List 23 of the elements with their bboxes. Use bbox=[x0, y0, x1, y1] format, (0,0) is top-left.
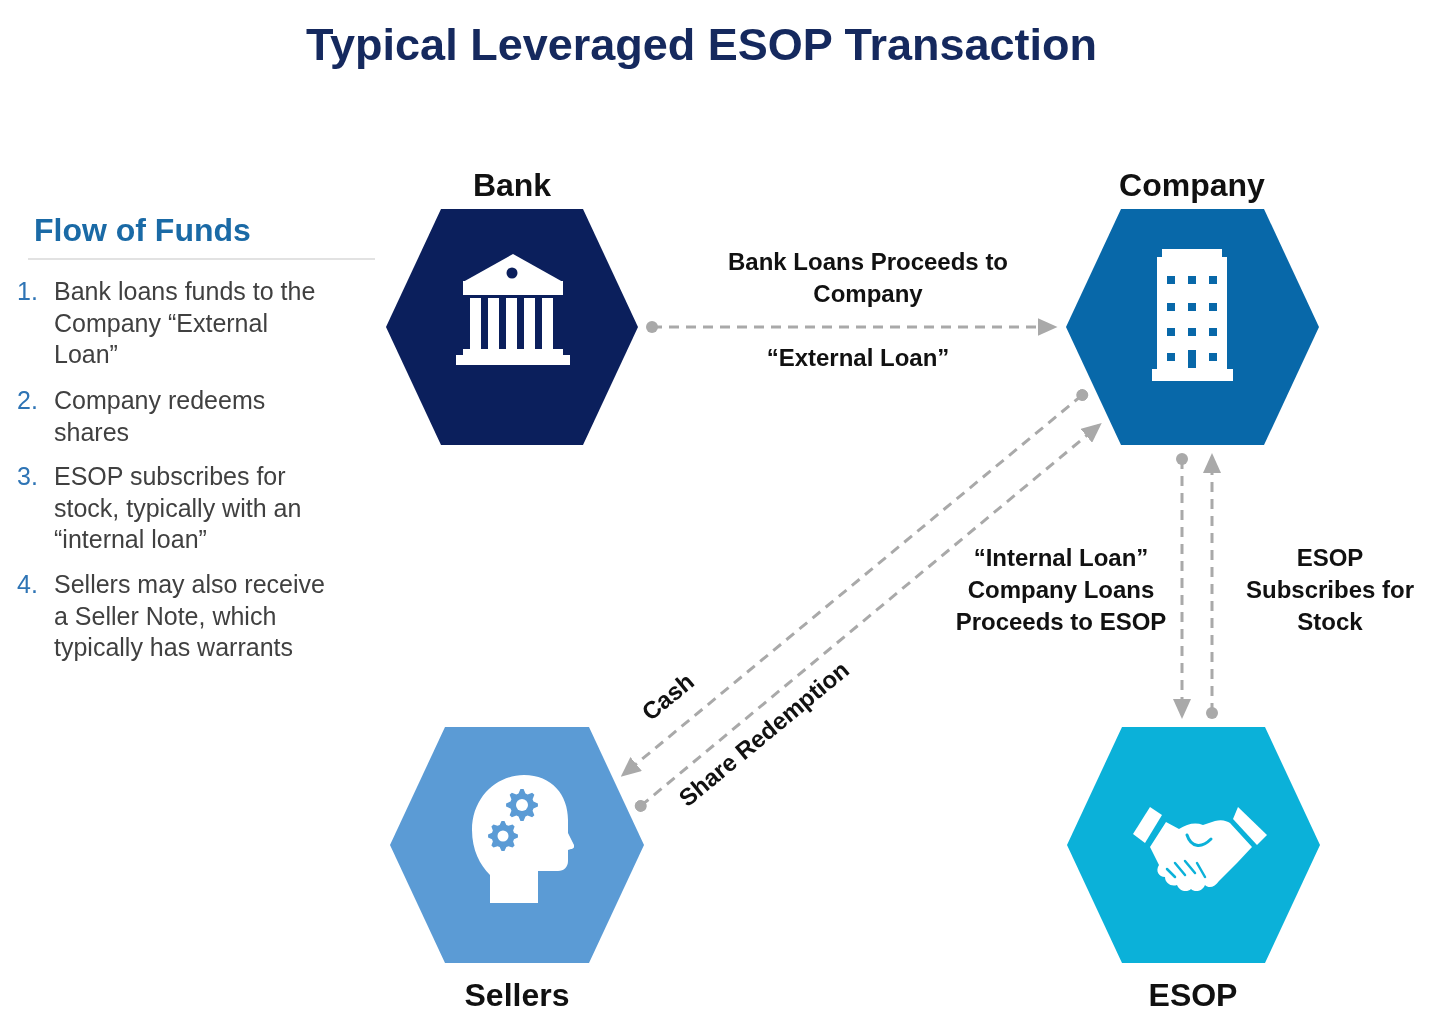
list-item-text: Sellers may also receive a Seller Note, which typically has warrants bbox=[54, 569, 326, 663]
panel-heading: Flow of Funds bbox=[34, 211, 251, 250]
node-title: Sellers bbox=[463, 976, 571, 1015]
list-item-text: ESOP subscribes for stock, typically with an “internal loan” bbox=[54, 461, 303, 555]
node-title: Bank bbox=[471, 166, 553, 205]
dashed-arrow bbox=[1203, 453, 1221, 719]
edge-label: ESOP Subscribes for Stock bbox=[1244, 543, 1415, 637]
dashed-arrow bbox=[620, 389, 1089, 777]
line-label: “External Loan” bbox=[766, 343, 950, 373]
list-number: 1. bbox=[17, 276, 38, 307]
list-item-text: Bank loans funds to the Company “External Loan” bbox=[54, 276, 317, 370]
list-number: 2. bbox=[17, 385, 38, 416]
list-item-text: Company redeems shares bbox=[54, 385, 267, 448]
list-number: 4. bbox=[17, 569, 38, 600]
node-title: Company bbox=[1118, 166, 1266, 205]
dashed-arrow bbox=[646, 318, 1058, 336]
dashed-arrow bbox=[634, 423, 1102, 812]
dashed-arrow bbox=[1173, 453, 1191, 719]
edge-label: “Internal Loan” Company Loans Proceeds to ESOP bbox=[954, 543, 1168, 637]
list-number: 3. bbox=[17, 461, 38, 492]
edge-label: Bank Loans Proceeds to Company bbox=[726, 247, 1010, 309]
node-title: ESOP bbox=[1147, 976, 1239, 1015]
diagram-title: Typical Leveraged ESOP Transaction bbox=[304, 18, 1099, 72]
